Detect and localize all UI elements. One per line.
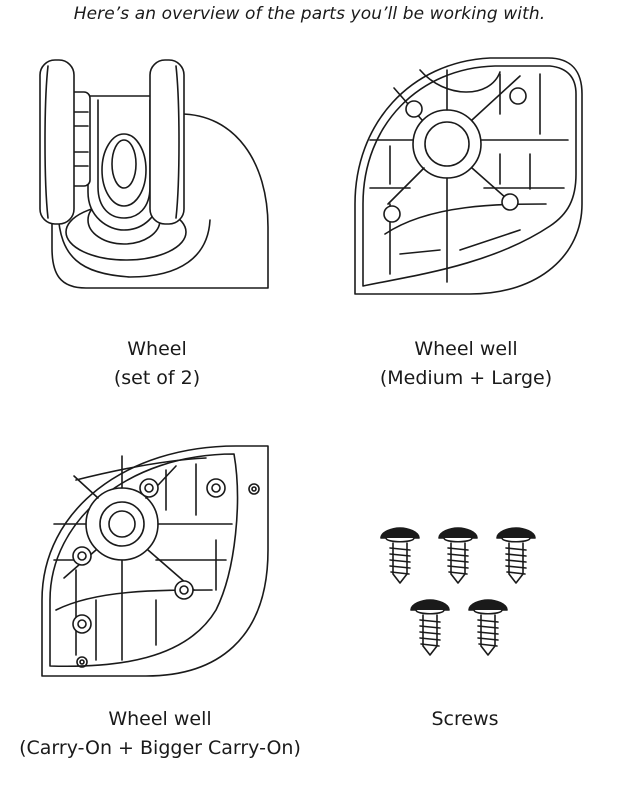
wheel-well-carry-on-label: Wheel well bbox=[108, 708, 212, 730]
wheel-well-carry-on-icon bbox=[36, 440, 272, 680]
wheel-label: Wheel bbox=[127, 338, 187, 360]
screws-icon bbox=[380, 527, 536, 656]
wheel-sublabel: (set of 2) bbox=[113, 367, 201, 389]
wheel-caption: Wheel (set of 2) bbox=[50, 335, 264, 393]
screws-label: Screws bbox=[431, 708, 499, 730]
wheel-well-carry-on-sublabel: (Carry-On + Bigger Carry-On) bbox=[19, 737, 301, 759]
screws-caption: Screws bbox=[380, 705, 550, 734]
wheel-well-medium-large-sublabel: (Medium + Large) bbox=[379, 367, 553, 389]
wheel-well-medium-large-caption: Wheel well (Medium + Large) bbox=[350, 335, 582, 393]
wheel-well-carry-on-caption: Wheel well (Carry-On + Bigger Carry-On) bbox=[4, 705, 316, 763]
wheel-well-medium-large-label: Wheel well bbox=[414, 338, 518, 360]
wheel-well-medium-large-icon bbox=[350, 54, 590, 298]
caster-wheel-icon bbox=[30, 52, 280, 304]
page-heading: Here’s an overview of the parts you’ll b… bbox=[73, 4, 546, 24]
